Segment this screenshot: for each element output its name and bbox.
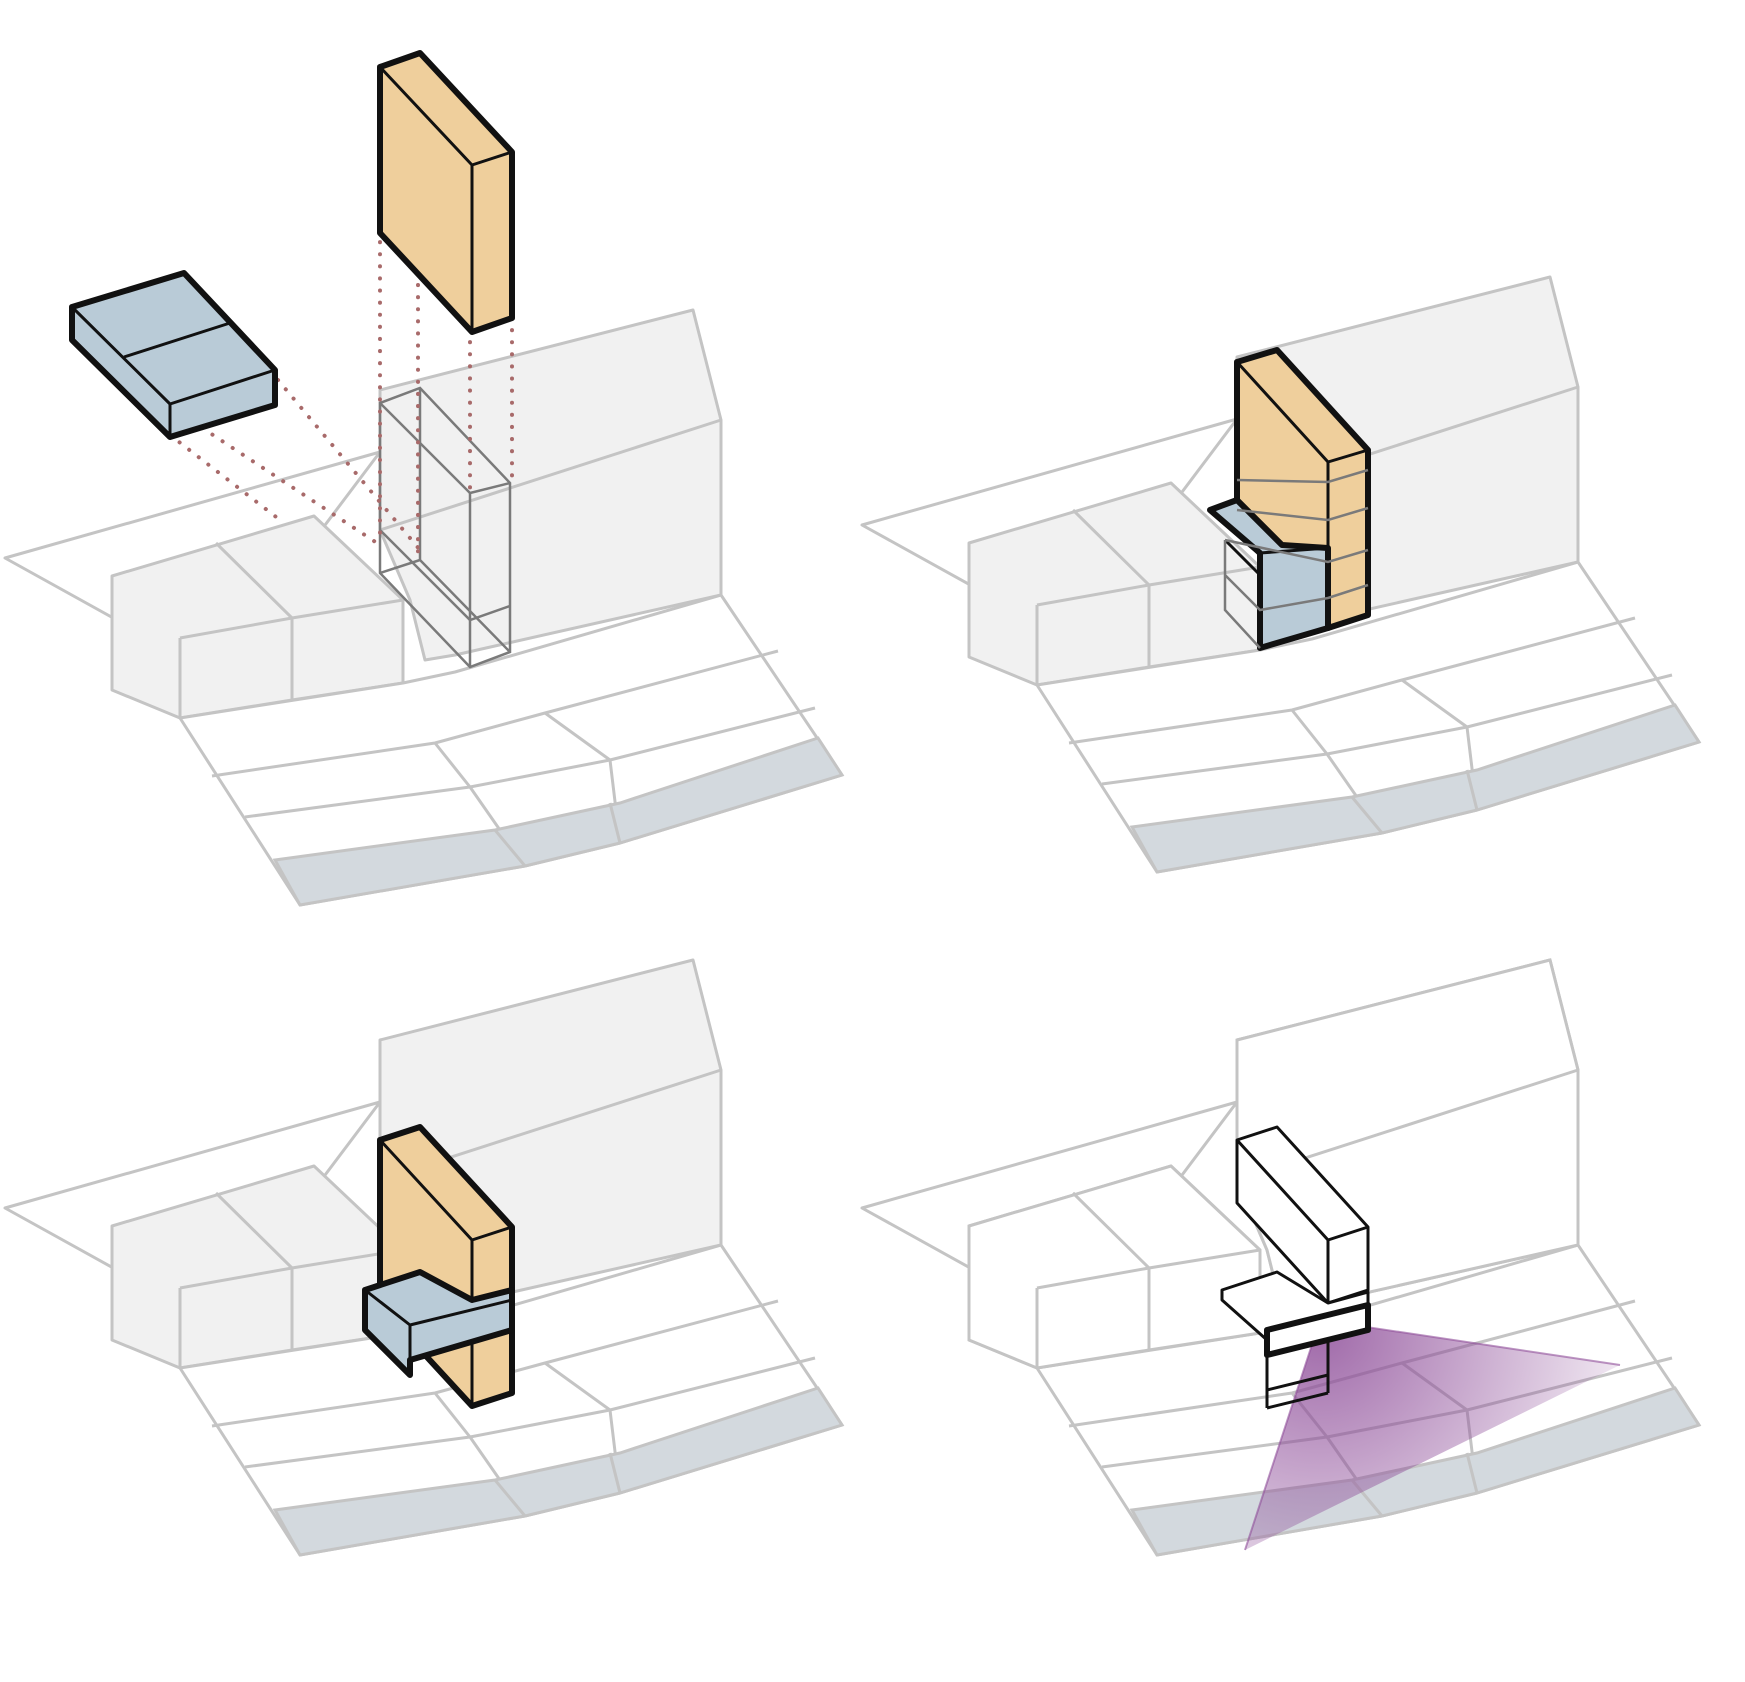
floor-plates — [1223, 468, 1369, 649]
tower-outline — [1235, 1125, 1370, 1305]
cantilever-outline — [1220, 1270, 1371, 1410]
podium-volume-icon — [69, 270, 278, 440]
projection-lines — [168, 228, 514, 562]
tower-footprint-wireframe — [378, 386, 512, 669]
podium-volume-icon — [1207, 497, 1331, 651]
tower-volume-icon — [377, 50, 515, 335]
podium-volume-icon — [362, 1269, 515, 1378]
panel-cantilever — [3, 958, 844, 1557]
panel-exploded-volumes — [3, 50, 844, 907]
panel-volumes-placed — [860, 275, 1701, 874]
panel-view-cone — [860, 958, 1701, 1557]
